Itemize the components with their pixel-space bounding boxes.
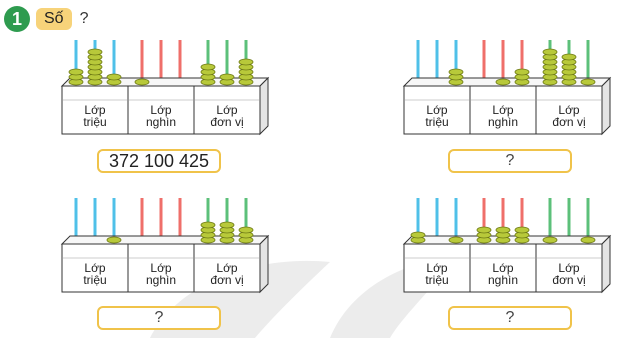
- class-label-line2: triệu: [83, 115, 107, 129]
- abacus-drawing: [402, 40, 612, 136]
- abacus-box-front: [61, 85, 261, 135]
- class-label-line1: Lớp: [150, 103, 172, 117]
- abacus-bead: [542, 48, 558, 56]
- class-label-line1: Lớp: [492, 103, 514, 117]
- abacus-bead: [238, 58, 254, 66]
- abacus-bead: [87, 48, 103, 56]
- class-label-line1: Lớp: [492, 261, 514, 275]
- class-label-line1: Lớp: [216, 103, 238, 117]
- abacus-bead: [106, 73, 122, 81]
- class-label-line1: Lớp: [426, 261, 448, 275]
- abacus-bead: [514, 226, 530, 234]
- abacus-drawing: [60, 198, 270, 294]
- abacus-bead: [410, 231, 426, 239]
- class-label-line2: nghìn: [487, 115, 519, 129]
- abacus-bead: [68, 68, 84, 76]
- class-label-line1: Lớp: [426, 103, 448, 117]
- abacus-box-front: [403, 243, 603, 293]
- abacus-bead: [495, 78, 511, 86]
- abacus-bead: [580, 236, 596, 244]
- class-label-line2: nghìn: [145, 273, 177, 287]
- class-label-line1: Lớp: [84, 261, 106, 275]
- abacus-bead: [495, 226, 511, 234]
- answer-box-a[interactable]: 372 100 425: [97, 149, 221, 173]
- abacus-bead: [134, 78, 150, 86]
- abacus-bead: [219, 73, 235, 81]
- abacus-bead: [448, 68, 464, 76]
- abacus-box-side: [259, 234, 269, 294]
- abacus-bead: [580, 78, 596, 86]
- class-label-line2: đơn vị: [552, 273, 586, 287]
- abacus-bead: [200, 221, 216, 229]
- abacus-box-side: [601, 76, 611, 136]
- class-label-line1: Lớp: [150, 261, 172, 275]
- abacus-drawing: [402, 198, 612, 294]
- class-label-line1: Lớp: [216, 261, 238, 275]
- class-label-line1: Lớp: [558, 103, 580, 117]
- class-label-line1: Lớp: [84, 103, 106, 117]
- abacus-bead: [542, 236, 558, 244]
- abacus-drawing: [60, 40, 270, 136]
- class-label-line2: triệu: [425, 273, 449, 287]
- abacus-box-top: [60, 235, 270, 245]
- abacus-bead: [238, 226, 254, 234]
- answer-box-c[interactable]: ?: [97, 306, 221, 330]
- answer-box-b[interactable]: ?: [448, 149, 572, 173]
- exercise-number-badge: 1: [4, 6, 30, 32]
- class-label-line2: nghìn: [145, 115, 177, 129]
- abacus-box-front: [61, 243, 261, 293]
- exercise-title-badge: Số: [36, 8, 72, 30]
- class-label-line2: nghìn: [487, 273, 519, 287]
- abacus-box-side: [259, 76, 269, 136]
- exercise-prompt: ?: [79, 10, 89, 27]
- abacus-bead: [200, 63, 216, 71]
- exercise-header: 1 Số ?: [4, 6, 88, 32]
- class-label-line2: đơn vị: [552, 115, 586, 129]
- abacus-box-side: [601, 234, 611, 294]
- class-label-line2: đơn vị: [210, 115, 244, 129]
- class-label-line2: triệu: [425, 115, 449, 129]
- class-label-line2: triệu: [83, 273, 107, 287]
- abacus-bead: [561, 53, 577, 61]
- class-label-line1: Lớp: [558, 261, 580, 275]
- answer-box-d[interactable]: ?: [448, 306, 572, 330]
- abacus-bead: [476, 226, 492, 234]
- abacus-bead: [448, 236, 464, 244]
- abacus-bead: [106, 236, 122, 244]
- abacus-bead: [219, 221, 235, 229]
- abacus-bead: [514, 68, 530, 76]
- class-label-line2: đơn vị: [210, 273, 244, 287]
